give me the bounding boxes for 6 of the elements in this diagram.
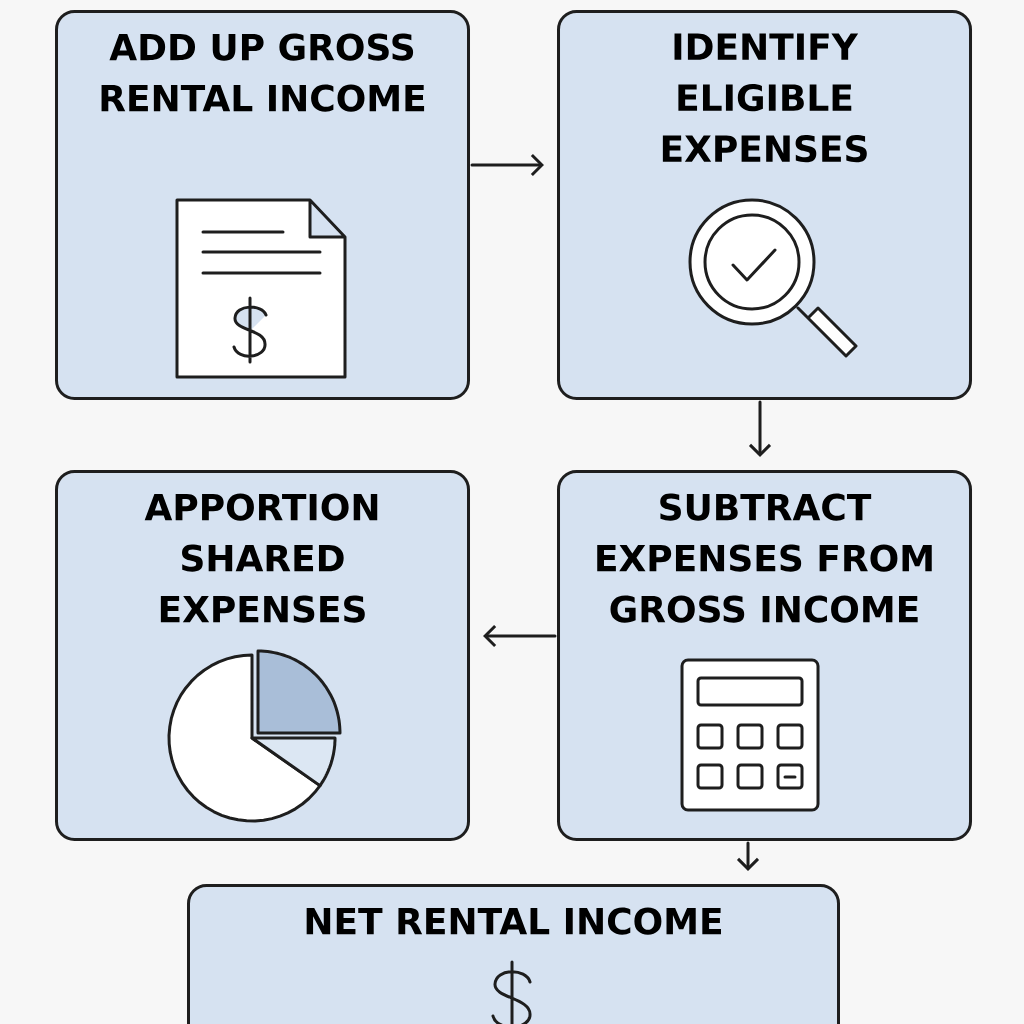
arrow <box>470 153 544 177</box>
arrow <box>748 400 772 457</box>
arrow <box>736 841 760 871</box>
arrow <box>483 624 557 648</box>
process-box: NET RENTAL INCOME <box>187 884 840 1024</box>
process-box: IDENTIFY ELIGIBLE EXPENSES <box>557 10 972 400</box>
